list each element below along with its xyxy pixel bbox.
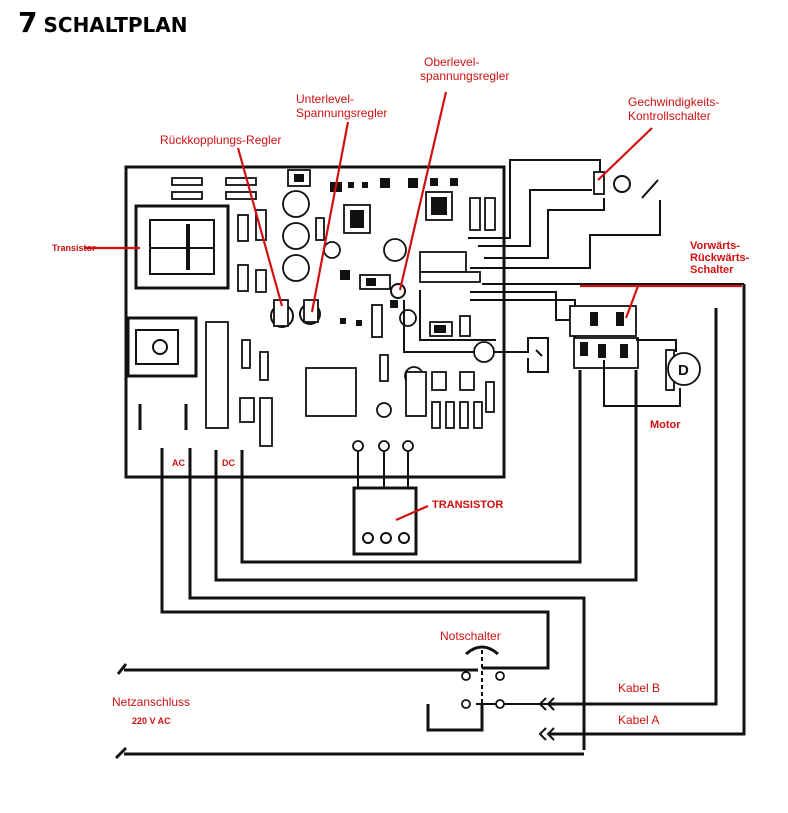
label-transistor-left: Transistor <box>52 243 96 253</box>
external-wiring <box>124 284 746 756</box>
relay-capacitor <box>473 337 549 373</box>
circuit-board <box>124 165 506 479</box>
label-vorwaerts-3: Schalter <box>690 264 734 276</box>
label-oberlevel-2: spannungsregler <box>420 69 509 83</box>
transistor-component-bottom <box>352 440 418 556</box>
section-title: SCHALTPLAN <box>43 13 188 37</box>
speed-control-switch <box>593 171 659 199</box>
motor-symbol <box>665 349 701 391</box>
callout-lines <box>84 91 742 522</box>
bridge-rectifier <box>126 316 198 430</box>
label-geschwindigkeit-1: Gechwindigkeits- <box>628 95 719 109</box>
label-transistor-bottom: TRANSISTOR <box>432 499 503 511</box>
label-rueckkopplung: Rückkopplungs-Regler <box>160 133 281 147</box>
mains-terminals <box>114 663 128 760</box>
label-vorwaerts-1: Vorwärts- <box>690 240 740 252</box>
label-dc: DC <box>222 458 235 468</box>
label-vorwaerts-2: Rückwärts- <box>690 252 750 264</box>
cable-a-arrow <box>538 727 555 741</box>
label-netzanschluss: Netzanschluss <box>112 695 190 709</box>
emergency-switch <box>461 645 505 712</box>
label-unterlevel-1: Unterlevel- <box>296 92 354 106</box>
upper-level-trimmer <box>390 283 406 299</box>
label-ac: AC <box>172 458 185 468</box>
label-kabel-a: Kabel A <box>618 713 659 727</box>
forward-reverse-switch <box>569 305 681 407</box>
motor-letter: D <box>678 362 689 379</box>
section-number: 7 <box>18 6 38 39</box>
cable-b-arrow <box>538 697 555 711</box>
label-geschwindigkeit-2: Kontrollschalter <box>628 109 711 123</box>
board-components <box>171 169 496 447</box>
transistor-component-left <box>134 204 230 290</box>
label-motor: Motor <box>650 419 681 431</box>
label-oberlevel-1: Oberlevel- <box>424 55 479 69</box>
label-kabel-b: Kabel B <box>618 681 660 695</box>
label-notschalter: Notschalter <box>440 629 501 643</box>
label-volt: 220 V AC <box>132 716 171 726</box>
label-unterlevel-2: Spannungsregler <box>296 106 387 120</box>
